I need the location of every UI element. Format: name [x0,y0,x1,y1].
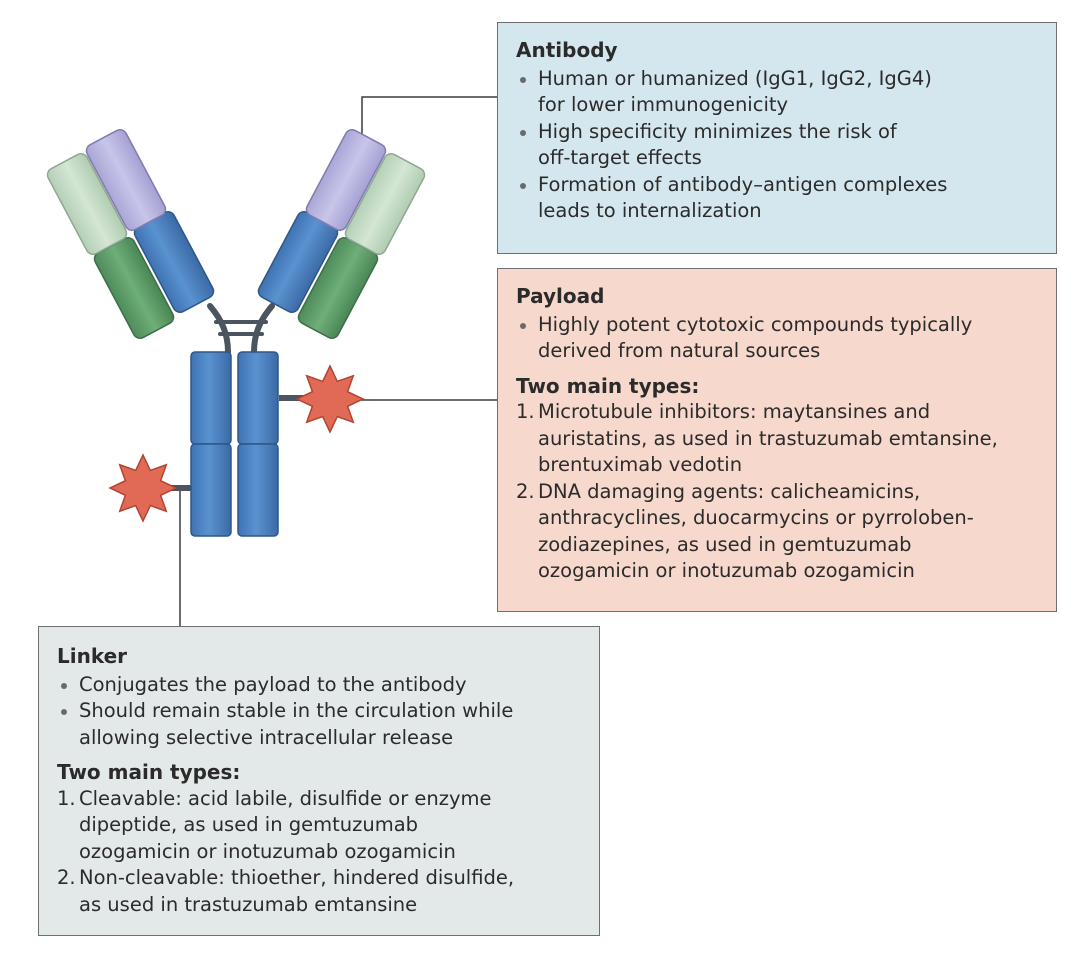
heavy-chain-variable-left [85,129,167,231]
right-fab-arm [257,129,426,339]
linker-info-box: Linker Conjugates the payload to the ant… [38,626,600,936]
linker-type-item: 1. Cleavable: acid labile, disulfide or … [57,786,492,863]
payload-type-item: 1. Microtubule inhibitors: maytansines a… [516,400,998,476]
antibody-bullet: Formation of antibody–antigen complexes … [516,172,1038,225]
payload-title: Payload [516,284,605,308]
payload-type-item: 2. DNA damaging agents: calicheamicins, … [516,479,974,583]
payload-bullet: Highly potent cytotoxic compounds typica… [516,312,1038,365]
payload-types-list: 1. Microtubule inhibitors: maytansines a… [516,399,1038,585]
fc-domain-upper-left [190,351,232,445]
linker-bullet-list: Conjugates the payload to the antibody S… [57,672,581,752]
fc-domain-upper-right [237,351,279,445]
fc-region [190,351,279,537]
payload-star-icon-right [295,364,365,434]
antibody-bullet-list: Human or humanized (IgG1, IgG2, IgG4) fo… [516,66,1038,225]
linker-type-item: 2. Non-cleavable: thioether, hindered di… [57,866,515,916]
left-fab-arm [46,129,215,339]
linker-bullet: Should remain stable in the circulation … [57,698,581,751]
hinge-region [207,303,275,355]
payload-bullet-list: Highly potent cytotoxic compounds typica… [516,312,1038,365]
linker-bullet: Conjugates the payload to the antibody [57,672,581,699]
light-chain-variable-left [46,153,128,255]
antibody-title: Antibody [516,38,618,62]
antibody-connector-line [361,96,497,142]
light-chain-variable-right [344,153,426,255]
antibody-info-box: Antibody Human or humanized (IgG1, IgG2,… [497,22,1057,254]
linker-types-heading: Two main types: [57,760,241,784]
antibody-bullet: Human or humanized (IgG1, IgG2, IgG4) fo… [516,66,1038,119]
payload-types-heading: Two main types: [516,373,700,398]
linker-title: Linker [57,644,128,668]
payload-info-box: Payload Highly potent cytotoxic compound… [497,268,1057,612]
fc-domain-lower-left [190,443,232,537]
heavy-chain-variable-right [305,129,387,231]
linker-types-list: 1. Cleavable: acid labile, disulfide or … [57,786,581,919]
payload-star-icon-left [108,453,178,523]
fc-domain-lower-right [237,443,279,537]
antibody-bullet: High specificity minimizes the risk of o… [516,119,1038,172]
